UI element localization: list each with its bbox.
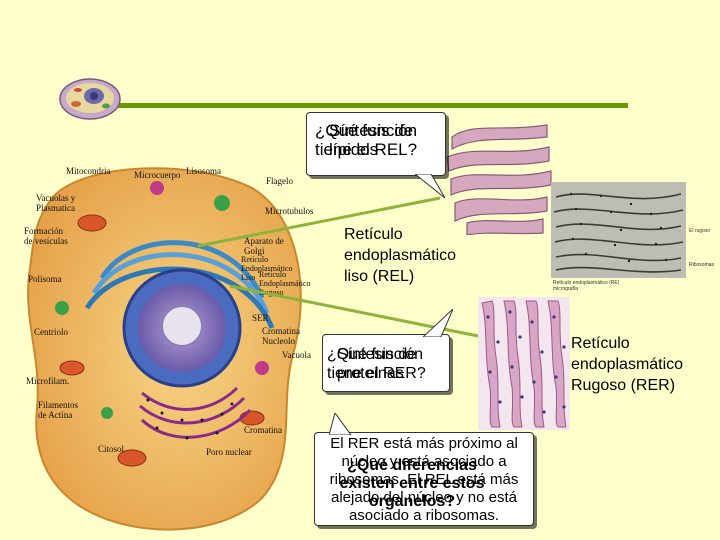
em-tag-ribosomes: Ribosomas [689, 262, 715, 268]
differences-answer: El RER está más próximo al núcleo y está… [329, 435, 519, 524]
label-reticulo-rugoso: Retículo Endoplasmático Rugoso [259, 270, 311, 297]
label-polisoma: Polisoma [28, 274, 62, 284]
label-cromatina-nucleolo: Cromatina Nucleolo [262, 326, 300, 346]
label-formacion-vesiculas: Formación de vesículas [24, 226, 68, 246]
label-citosol: Citosol [98, 444, 125, 454]
label-microfilamentos: Microfilam. [26, 376, 70, 386]
rel-label: Retículo endoplasmático liso (REL) [344, 226, 457, 285]
label-vacuola: Vacuola [282, 350, 311, 360]
rel-micrograph [447, 124, 552, 235]
differences-question: ¿Qué diferencias existen entre estos org… [339, 457, 485, 510]
rer-function-callout[interactable]: ¿Qué función tiene el RER? Síntesis de p… [322, 309, 453, 392]
label-vacuolas: Vacuolas y Plasmatica [36, 193, 76, 213]
label-flagelo: Flagelo [266, 176, 293, 186]
differences-callout[interactable]: El RER está más próximo al núcleo y está… [314, 413, 534, 526]
callout-pointer-diff [329, 413, 352, 435]
label-mitocondria: Mitocondria [66, 166, 111, 176]
callout-pointer-rer [423, 309, 453, 337]
rer-micrograph [478, 297, 570, 430]
label-golgi: Aparato de Golgi [244, 236, 284, 256]
small-cell-illustration [59, 78, 121, 120]
label-filamentos-actina: Filamentos de Actina [38, 400, 78, 420]
animal-cell-diagram [27, 167, 302, 531]
rel-function-callout[interactable]: ¿Qué función tiene el REL? Síntesis de l… [306, 112, 446, 198]
rer-label: Retículo endoplasmático Rugoso (RER) [571, 335, 684, 394]
rer-question: ¿Qué función tiene el RER? [327, 346, 426, 382]
em-caption: Retículo endoplasmático (RE) micrografía [553, 280, 620, 292]
rer-answer: Síntesis de proteínas [337, 346, 417, 382]
label-microtubulos: Microtubulos [265, 206, 314, 216]
rel-question: ¿Qué función tiene el REL? [315, 121, 418, 159]
em-tag-rer: El rugoso [689, 228, 711, 234]
callout-pointer [415, 174, 445, 198]
rel-answer: Síntesis de lípidos [329, 121, 414, 159]
label-reticulo-liso: Retículo Endoplasmático Liso [241, 255, 293, 282]
label-lisosoma: Lisosoma [186, 166, 221, 176]
label-microcuerpo: Microcuerpo [134, 170, 181, 180]
label-cromatina-2: Cromatina [244, 425, 282, 435]
rer-em-photo [551, 182, 686, 278]
label-centriolo: Centriolo [34, 327, 68, 337]
label-poro-nuclear: Poro nuclear [206, 447, 252, 457]
label-ser: SER [252, 313, 269, 323]
title-divider-bar [108, 103, 628, 108]
